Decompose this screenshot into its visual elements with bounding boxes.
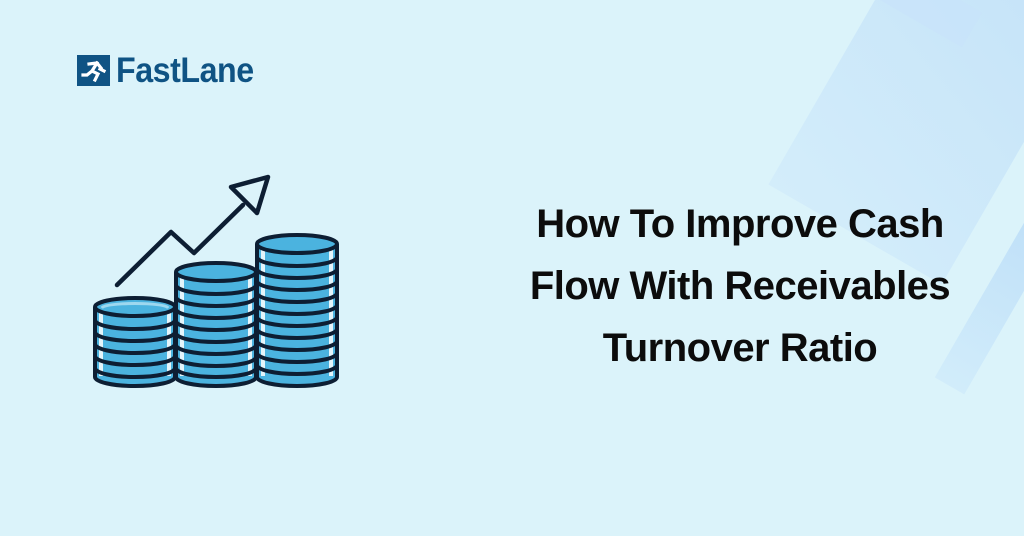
brand-logo: FastLane [77, 51, 266, 90]
running-figure-icon [77, 55, 110, 86]
coin-stacks-growth-arrow-icon [80, 165, 360, 395]
title-line-1: How To Improve Cash [536, 202, 944, 246]
coin-stack-medium [174, 261, 258, 388]
title-line-2: Flow With Receivables [529, 264, 951, 308]
brand-name: FastLane [116, 51, 254, 90]
page-title: How To Improve Cash Flow With Receivable… [480, 193, 1000, 379]
decorative-shape [858, 0, 982, 48]
coin-stack-large [255, 233, 339, 388]
coin-stack-small [93, 296, 177, 388]
title-line-3: Turnover Ratio [602, 326, 878, 370]
